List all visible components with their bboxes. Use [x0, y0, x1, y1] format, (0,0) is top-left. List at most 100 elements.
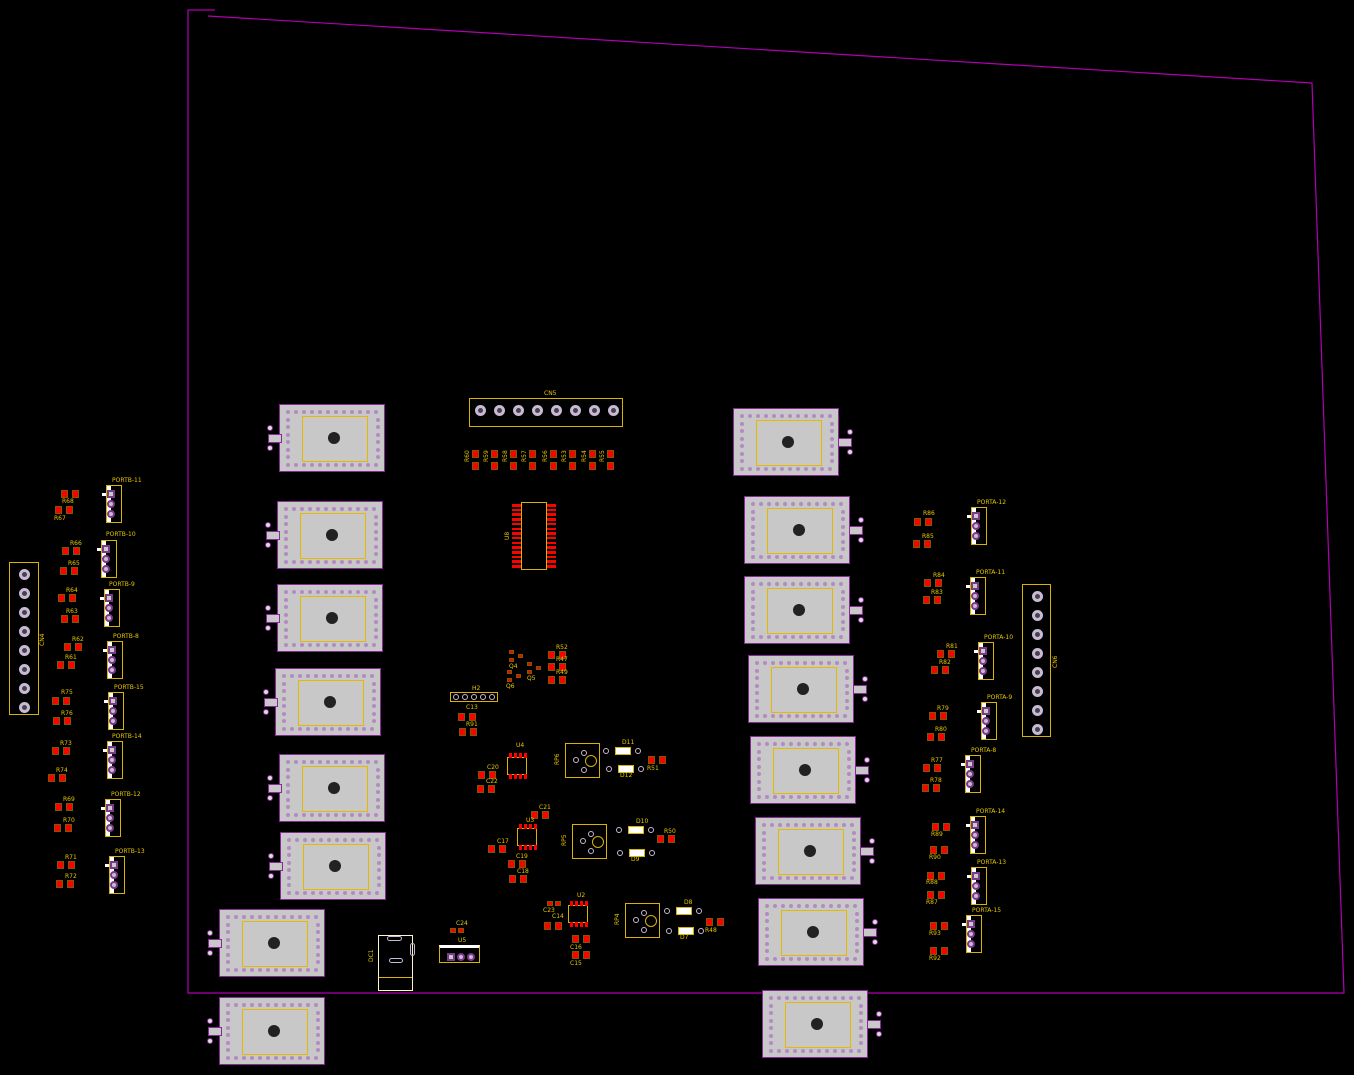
relay-via	[786, 876, 790, 880]
relay-via	[843, 714, 847, 718]
ic-u5[interactable]	[439, 945, 480, 963]
header-3pin[interactable]	[970, 816, 986, 854]
diode[interactable]	[676, 907, 692, 915]
relay-via	[377, 860, 381, 865]
relay-via	[770, 823, 774, 827]
pot-wiper	[645, 915, 657, 927]
transistor-label: Q6	[506, 683, 515, 690]
header-3pin[interactable]	[106, 485, 122, 523]
header-3pin[interactable]	[971, 507, 987, 545]
relay-pin	[864, 777, 870, 783]
header-3pin[interactable]	[965, 755, 981, 793]
relay-via	[759, 635, 763, 639]
relay-via	[827, 661, 831, 665]
relay-module[interactable]	[267, 404, 385, 472]
relay-via	[266, 915, 270, 919]
header-3pin[interactable]	[107, 641, 123, 679]
connector-cn6[interactable]	[1022, 584, 1051, 737]
relay-module[interactable]	[207, 997, 325, 1065]
relay-module[interactable]	[750, 736, 870, 804]
pin	[462, 694, 468, 700]
relay-module[interactable]	[268, 832, 386, 900]
pin1-marker	[104, 700, 108, 703]
header-3pin[interactable]	[970, 577, 986, 615]
relay-via	[767, 555, 771, 559]
resistor-pad	[572, 951, 579, 959]
relay-module[interactable]	[744, 496, 864, 564]
relay-via	[326, 463, 330, 467]
relay-module[interactable]	[267, 754, 385, 822]
resistor-pad	[65, 824, 72, 832]
connector-cn4[interactable]	[9, 562, 39, 715]
relay-via	[322, 727, 326, 731]
relay-via	[294, 813, 298, 817]
trimmer-pot[interactable]	[565, 743, 600, 778]
header-3pin[interactable]	[107, 741, 123, 779]
header-label: PORTB-9	[109, 581, 135, 588]
relay-via	[364, 560, 368, 564]
relay-module[interactable]	[748, 655, 868, 723]
ic-u2[interactable]	[568, 905, 588, 923]
header-3pin[interactable]	[101, 540, 117, 578]
relay-module[interactable]	[744, 576, 864, 644]
relay-module[interactable]	[263, 668, 381, 736]
header-3pin[interactable]	[109, 856, 125, 894]
relay-via	[342, 813, 346, 817]
relay-via	[845, 691, 849, 695]
resistor-pad	[942, 666, 949, 674]
connector-cn5[interactable]	[469, 398, 623, 427]
diode[interactable]	[618, 765, 634, 773]
header-3pin[interactable]	[108, 692, 124, 730]
resistor-label: R76	[61, 710, 73, 717]
diode[interactable]	[628, 826, 644, 834]
ic-u3[interactable]	[517, 828, 537, 846]
relay-via	[767, 635, 771, 639]
relay-module[interactable]	[265, 584, 383, 652]
relay-pin	[267, 775, 273, 781]
resistor-pad	[931, 666, 938, 674]
header-3pin[interactable]	[971, 867, 987, 905]
connector-pin	[1032, 629, 1043, 640]
diode[interactable]	[615, 747, 631, 755]
header-3pin[interactable]	[978, 642, 994, 680]
diode[interactable]	[678, 927, 694, 935]
relay-pin	[869, 838, 875, 844]
relay-via	[376, 440, 380, 444]
relay-via	[226, 930, 230, 934]
relay-via	[375, 838, 379, 842]
header-3pin[interactable]	[105, 799, 121, 837]
ic-u4[interactable]	[507, 757, 527, 775]
header-3pin[interactable]	[981, 702, 997, 740]
relay-pin	[267, 445, 273, 451]
relay-module[interactable]	[758, 898, 878, 966]
diode[interactable]	[629, 849, 645, 857]
relay-via	[833, 1049, 837, 1053]
header-h2[interactable]	[450, 692, 498, 702]
resistor-label: R80	[935, 726, 947, 733]
relay-module[interactable]	[265, 501, 383, 569]
pin	[108, 656, 116, 664]
relay-module[interactable]	[762, 990, 882, 1058]
header-3pin[interactable]	[104, 589, 120, 627]
relay-via	[803, 661, 807, 665]
relay-via	[282, 968, 286, 972]
header-3pin[interactable]	[966, 915, 982, 953]
connector-label: CN5	[544, 390, 557, 397]
ic-pin	[547, 551, 556, 554]
ic-u8[interactable]	[521, 502, 547, 570]
relay-via	[831, 582, 835, 586]
relay-module[interactable]	[207, 909, 325, 977]
relay-via	[834, 823, 838, 827]
dc-jack[interactable]	[378, 935, 415, 991]
relay-via	[820, 467, 824, 471]
trimmer-pot[interactable]	[625, 903, 660, 938]
relay-via	[793, 996, 797, 1000]
resistor-label: C22	[486, 778, 498, 785]
trimmer-pot[interactable]	[572, 824, 607, 859]
relay-via	[300, 560, 304, 564]
relay-via	[374, 635, 378, 639]
relay-via	[841, 627, 845, 631]
relay-module[interactable]	[755, 817, 875, 885]
relay-module[interactable]	[733, 408, 853, 476]
relay-via	[787, 661, 791, 665]
